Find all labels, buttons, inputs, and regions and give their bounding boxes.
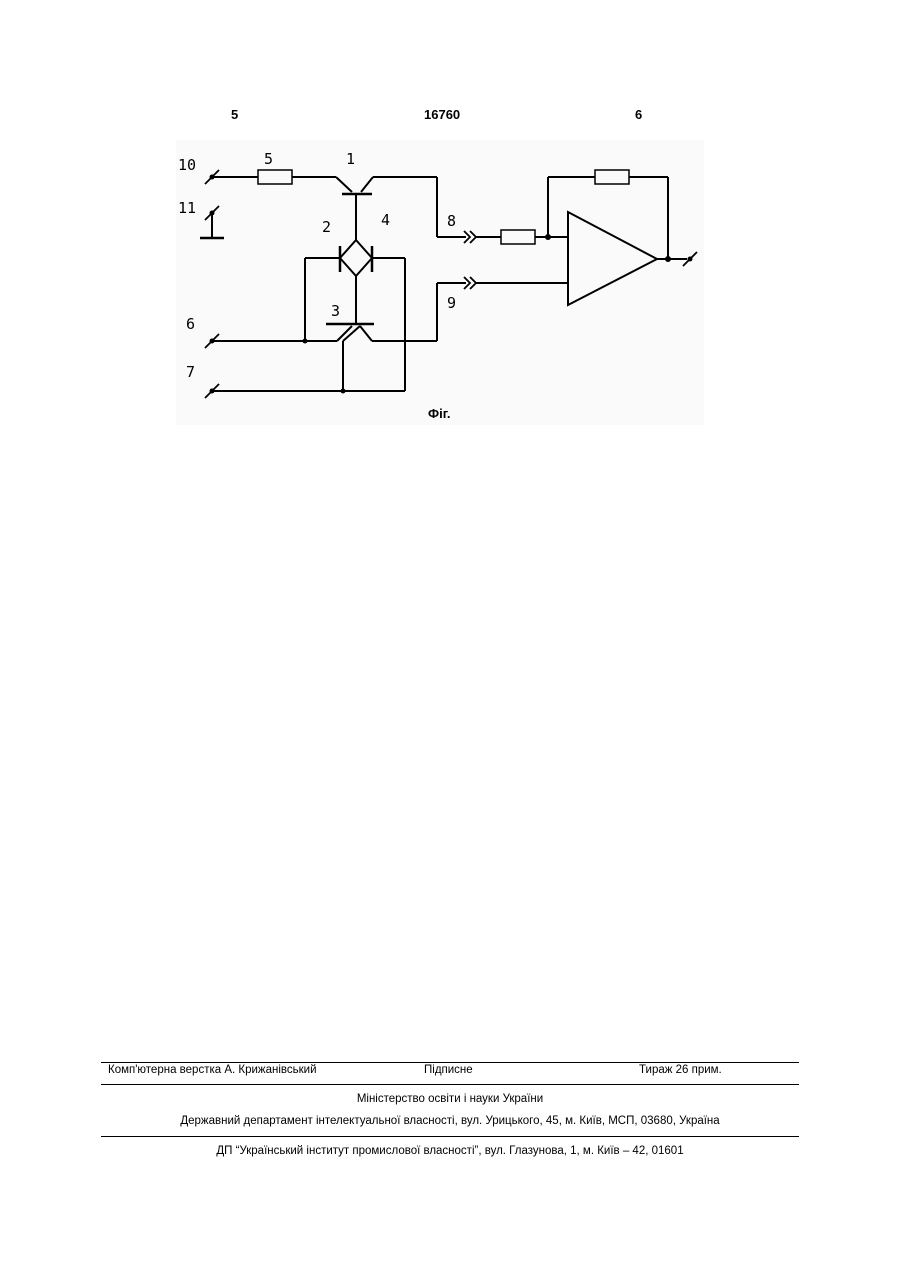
footer-rule-top [101,1062,799,1063]
signed-label: Підписне [424,1064,473,1076]
label-8: 8 [447,212,456,230]
label-3: 3 [331,302,340,320]
terminal-output-dot [688,257,693,262]
circulation: Тираж 26 прим. [639,1064,722,1076]
label-1: 1 [346,150,355,168]
layout-credit: Комп'ютерна верстка А. Крижанівський [108,1064,317,1076]
label-7: 7 [186,363,195,381]
terminal-6-dot [210,339,215,344]
junction-feedback-out [665,256,671,262]
terminal-10-dot [210,175,215,180]
institute-address: ДП “Український інститут промислової вла… [101,1145,799,1157]
ministry: Міністерство освіти і науки України [101,1093,799,1105]
junction-feedback-in [545,234,551,240]
terminal-11-dot [210,211,215,216]
label-2: 2 [322,218,331,236]
footer-rule-middle [101,1084,799,1085]
label-4: 4 [381,211,390,229]
circuit-diagram: 10 11 5 1 2 4 8 9 3 6 7 Фіг. [0,0,901,440]
junction-bottom [341,389,346,394]
department-address: Державний департамент інтелектуальної вл… [101,1115,799,1127]
footer-rule-bottom [101,1136,799,1137]
label-11: 11 [178,199,196,217]
label-9: 9 [447,294,456,312]
label-5: 5 [264,150,273,168]
junction-left [303,339,308,344]
figure-caption: Фіг. [428,406,450,421]
label-6: 6 [186,315,195,333]
terminal-7-dot [210,389,215,394]
label-10: 10 [178,156,196,174]
